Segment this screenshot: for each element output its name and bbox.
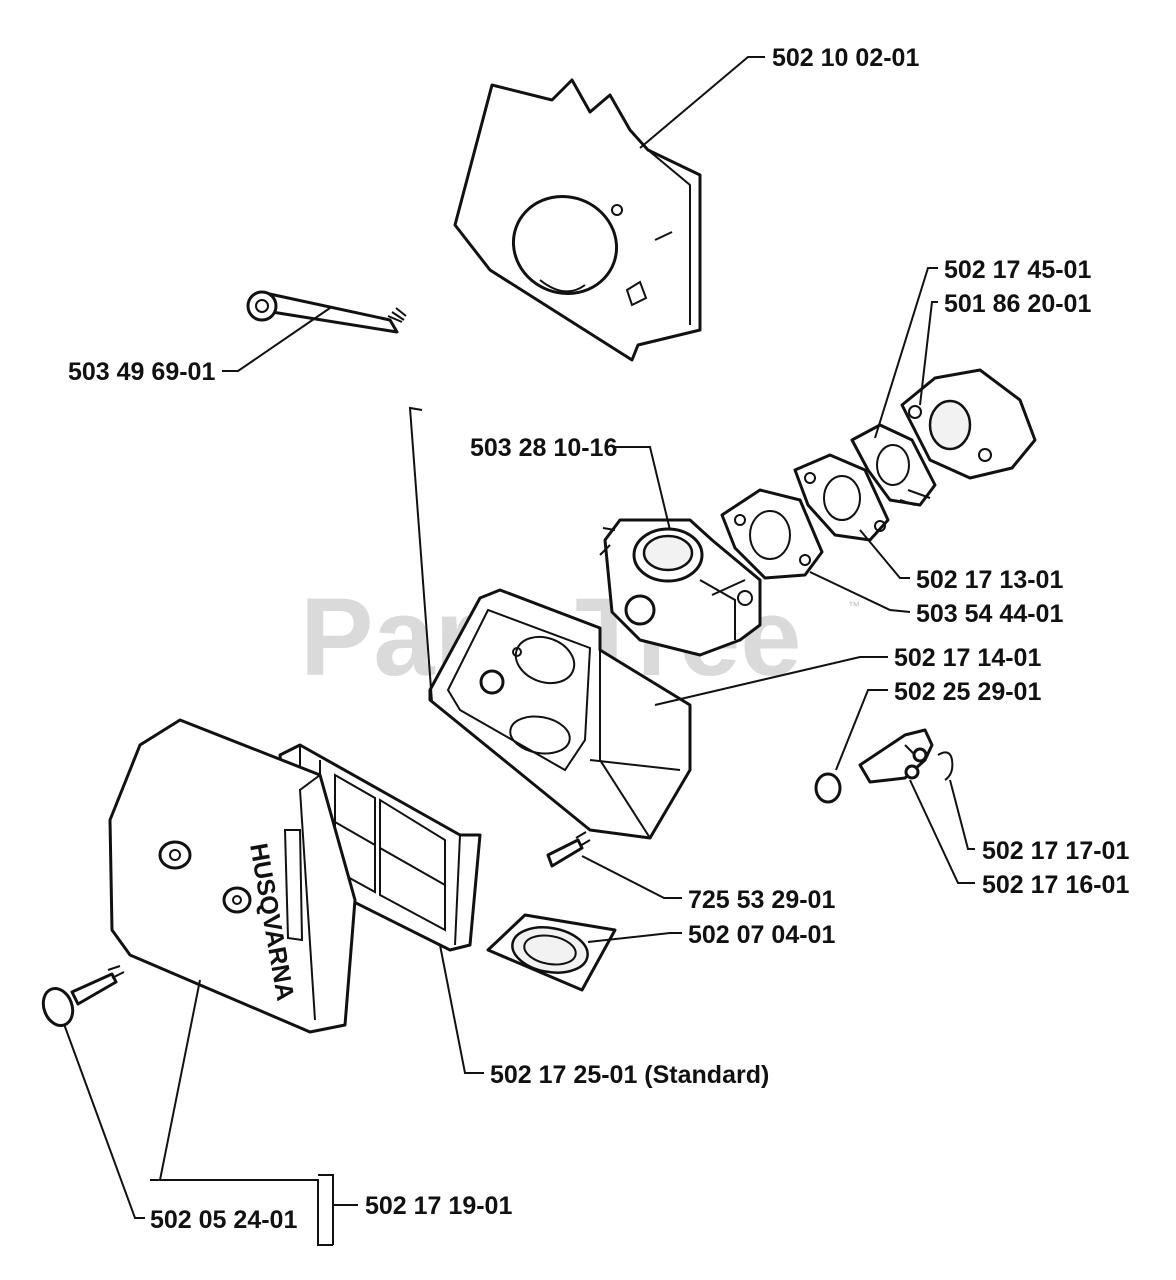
label-502-10-02-01: 502 10 02-01 bbox=[772, 44, 919, 72]
label-502-17-25-01-standard: 502 17 25-01 (Standard) bbox=[490, 1061, 769, 1089]
choke-knob[interactable] bbox=[814, 772, 842, 804]
label-502-25-29-01: 502 25 29-01 bbox=[894, 678, 1041, 706]
watermark-trademark: ™ bbox=[848, 599, 860, 613]
label-502-17-19-01: 502 17 19-01 bbox=[365, 1192, 512, 1220]
intake-block[interactable] bbox=[900, 368, 1037, 480]
label-503-28-10-16: 503 28 10-16 bbox=[470, 434, 617, 462]
label-503-54-44-01: 503 54 44-01 bbox=[916, 600, 1063, 628]
gasket-503-54-44[interactable] bbox=[720, 488, 824, 580]
label-502-17-45-01: 502 17 45-01 bbox=[944, 256, 1091, 284]
heat-shield-plate[interactable] bbox=[453, 78, 702, 362]
cover-knob-screw[interactable] bbox=[38, 965, 125, 1030]
part-labels: 502 10 02-01 502 17 45-01 501 86 20-01 5… bbox=[68, 44, 1129, 1234]
label-501-86-20-01: 501 86 20-01 bbox=[944, 290, 1091, 318]
long-bolt[interactable] bbox=[246, 290, 407, 334]
label-502-07-04-01: 502 07 04-01 bbox=[688, 921, 835, 949]
gasket-502-17-13[interactable] bbox=[793, 453, 890, 542]
label-502-17-14-01: 502 17 14-01 bbox=[894, 644, 1041, 672]
label-725-53-29-01: 725 53 29-01 bbox=[688, 886, 835, 914]
leader-lines bbox=[63, 56, 975, 1246]
label-502-05-24-01: 502 05 24-01 bbox=[150, 1206, 297, 1234]
filter-gasket-square[interactable] bbox=[486, 913, 617, 992]
label-503-49-69-01: 503 49 69-01 bbox=[68, 358, 215, 386]
label-502-17-16-01: 502 17 16-01 bbox=[982, 871, 1129, 899]
air-filter-base[interactable] bbox=[428, 588, 692, 840]
choke-lever[interactable] bbox=[858, 728, 934, 784]
choke-spring[interactable] bbox=[937, 751, 954, 781]
label-502-17-13-01: 502 17 13-01 bbox=[916, 566, 1063, 594]
label-502-17-17-01: 502 17 17-01 bbox=[982, 837, 1129, 865]
carburetor[interactable] bbox=[599, 518, 762, 657]
gasket-502-17-45[interactable] bbox=[850, 423, 937, 507]
air-filter-cover[interactable]: HUSQVARNA bbox=[108, 718, 357, 1034]
small-screw[interactable] bbox=[546, 831, 591, 868]
